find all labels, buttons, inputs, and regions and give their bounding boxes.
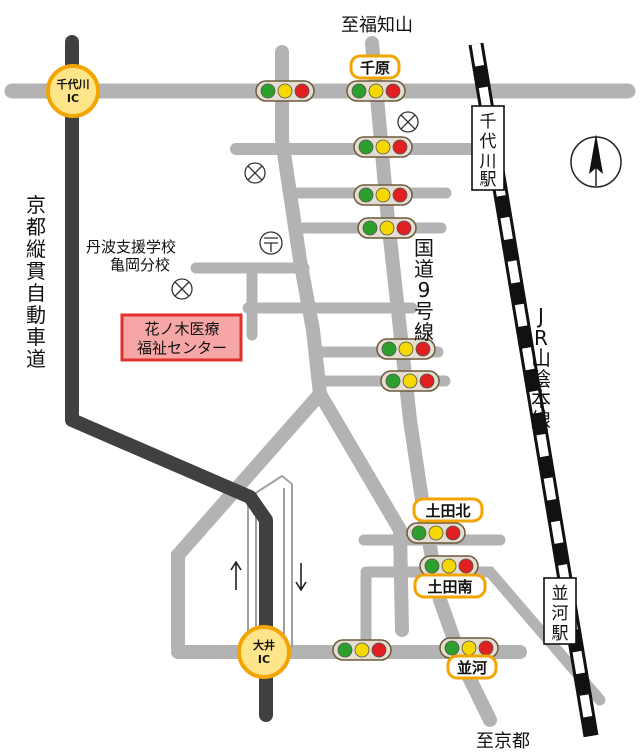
one-way-arrow-icon bbox=[230, 560, 242, 590]
traffic-signal-icon bbox=[380, 370, 440, 392]
intersection-namikawa: 並河 bbox=[446, 654, 498, 680]
hananoki-center-box: 花ノ木医療 福祉センター bbox=[120, 313, 243, 362]
diagonal-left bbox=[171, 387, 327, 655]
oi-ic: 大井 IC bbox=[237, 625, 291, 679]
chiyokawa-ic: 千代川 IC bbox=[46, 64, 100, 118]
svg-text:土田北: 土田北 bbox=[425, 502, 470, 520]
station-namikawa: 並河駅 bbox=[543, 577, 577, 645]
north-arrow-icon bbox=[570, 134, 622, 188]
school-label-line2: 亀岡分校 bbox=[110, 256, 170, 274]
svg-text:千原: 千原 bbox=[360, 59, 390, 77]
traffic-signal-icon bbox=[357, 217, 417, 239]
traffic-signal-icon bbox=[376, 338, 436, 360]
traffic-signal-icon bbox=[353, 184, 413, 206]
diagonal-right bbox=[313, 387, 409, 637]
ic-name: 大井 bbox=[253, 638, 275, 652]
traffic-signal-icon bbox=[332, 639, 392, 661]
traffic-signals bbox=[255, 80, 499, 661]
traffic-signal-icon bbox=[439, 637, 499, 659]
traffic-signal-icon bbox=[346, 80, 406, 102]
post-office-icon bbox=[259, 231, 283, 255]
station-chiyokawa-label: 千代川駅 bbox=[480, 112, 497, 190]
intersection-tsuchidakita: 土田北 bbox=[412, 497, 484, 523]
police-box-icon bbox=[397, 111, 419, 133]
ic-suffix: IC bbox=[67, 92, 79, 105]
center-label-line2: 福祉センター bbox=[137, 339, 227, 357]
intersection-tsuchidaminami: 土田南 bbox=[413, 573, 487, 599]
traffic-signal-icon bbox=[419, 555, 479, 577]
traffic-signal-icon bbox=[353, 136, 413, 158]
svg-text:土田南: 土田南 bbox=[427, 578, 472, 596]
to-fukuchiyama-label: 至福知山 bbox=[341, 15, 413, 36]
police-box-icon bbox=[171, 278, 193, 300]
road-576h bbox=[360, 566, 606, 706]
ic-suffix: IC bbox=[258, 653, 270, 666]
station-namikawa-label: 並河駅 bbox=[552, 584, 569, 644]
station-chiyokawa: 千代川駅 bbox=[471, 105, 505, 191]
police-box-icon bbox=[244, 162, 266, 184]
intersection-senbara: 千原 bbox=[349, 54, 401, 80]
oi-ramp bbox=[247, 474, 293, 648]
traffic-signal-icon bbox=[406, 522, 466, 544]
expressway-label: 京都縦貫自動車道 bbox=[26, 193, 46, 371]
traffic-signal-icon bbox=[255, 80, 315, 102]
kyoto-jukan-expressway bbox=[65, 35, 273, 722]
one-way-arrow-icon bbox=[295, 563, 307, 592]
to-kyoto-label: 至京都 bbox=[476, 731, 530, 752]
school-label-line1: 丹波支援学校 bbox=[86, 238, 176, 256]
svg-text:並河: 並河 bbox=[457, 659, 487, 677]
center-label-line1: 花ノ木医療 bbox=[144, 320, 219, 338]
ic-name: 千代川 bbox=[57, 77, 90, 91]
